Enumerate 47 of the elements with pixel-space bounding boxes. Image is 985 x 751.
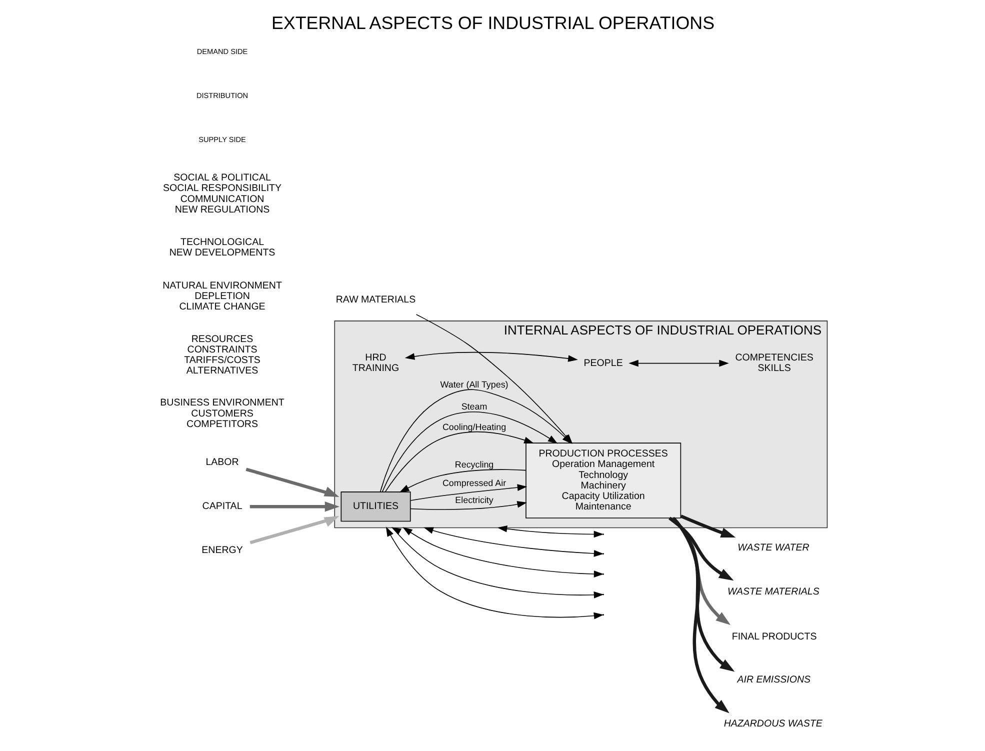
arrow <box>245 468 339 497</box>
edge-label: Electricity <box>454 495 493 506</box>
arrow <box>398 469 526 492</box>
label: SUPPLY SIDE <box>198 134 246 144</box>
node-text: HAZARDOUS WASTE <box>723 718 822 730</box>
arrow <box>249 516 339 544</box>
node-box: PRODUCTION PROCESSES Operation Management Technology Machinery Capacity Utilization Maintenance <box>525 442 681 518</box>
node-text: SOCIAL & POLITICAL SOCIAL RESPONSIBILITY COMMUNICATION NEW REGULATIONS <box>162 172 282 216</box>
node-text: BUSINESS ENVIRONMENT CUSTOMERS COMPETITORS <box>160 398 284 430</box>
arrow <box>410 484 527 501</box>
node-text: AIR EMISSIONS <box>736 674 810 686</box>
diagram-title: EXTERNAL ASPECTS OF INDUSTRIAL OPERATIONS <box>270 13 714 34</box>
arrow <box>672 517 729 714</box>
arrow <box>381 412 558 492</box>
node-text: RAW MATERIALS <box>335 294 416 306</box>
label: DISTRIBUTION <box>196 91 248 100</box>
edge-label: Compressed Air <box>442 478 506 488</box>
arrow <box>496 525 604 538</box>
node-text: COMPETENCIES SKILLS <box>734 352 813 374</box>
arrow <box>385 526 604 598</box>
arrow <box>385 526 604 620</box>
arrow <box>668 516 734 581</box>
arrow <box>384 431 534 492</box>
node-text: WASTE MATERIALS <box>726 586 819 598</box>
arrow <box>402 527 604 578</box>
arrow <box>680 514 736 538</box>
edge-label: Steam <box>460 402 487 412</box>
node-text: WASTE WATER <box>737 542 809 554</box>
edge-label: Water (All Types) <box>440 380 508 390</box>
node-box: UTILITIES <box>340 492 410 522</box>
arrow <box>628 360 728 367</box>
node-text: TECHNOLOGICAL NEW DEVELOPMENTS <box>168 236 275 258</box>
arrow <box>404 352 578 362</box>
node-text: HRD TRAINING <box>352 352 399 374</box>
node-text: CAPITAL <box>202 501 242 512</box>
arrow <box>410 500 526 510</box>
node-text: PEOPLE <box>583 358 622 369</box>
arrow <box>249 501 340 512</box>
label: DEMAND SIDE <box>196 47 248 56</box>
edge-label: Cooling/Heating <box>442 422 506 432</box>
node-text: FINAL PRODUCTS <box>731 631 816 642</box>
node-text: RESOURCES CONSTRAINTS TARIFFS/COSTS ALTERNATIVES <box>184 334 260 377</box>
edge-label: Recycling <box>454 459 494 470</box>
node-text: ENERGY <box>201 545 242 556</box>
arrow <box>423 527 604 557</box>
node-text: NATURAL ENVIRONMENT DEPLETION CLIMATE CHANGE <box>162 280 282 313</box>
node-text: LABOR <box>205 457 238 468</box>
